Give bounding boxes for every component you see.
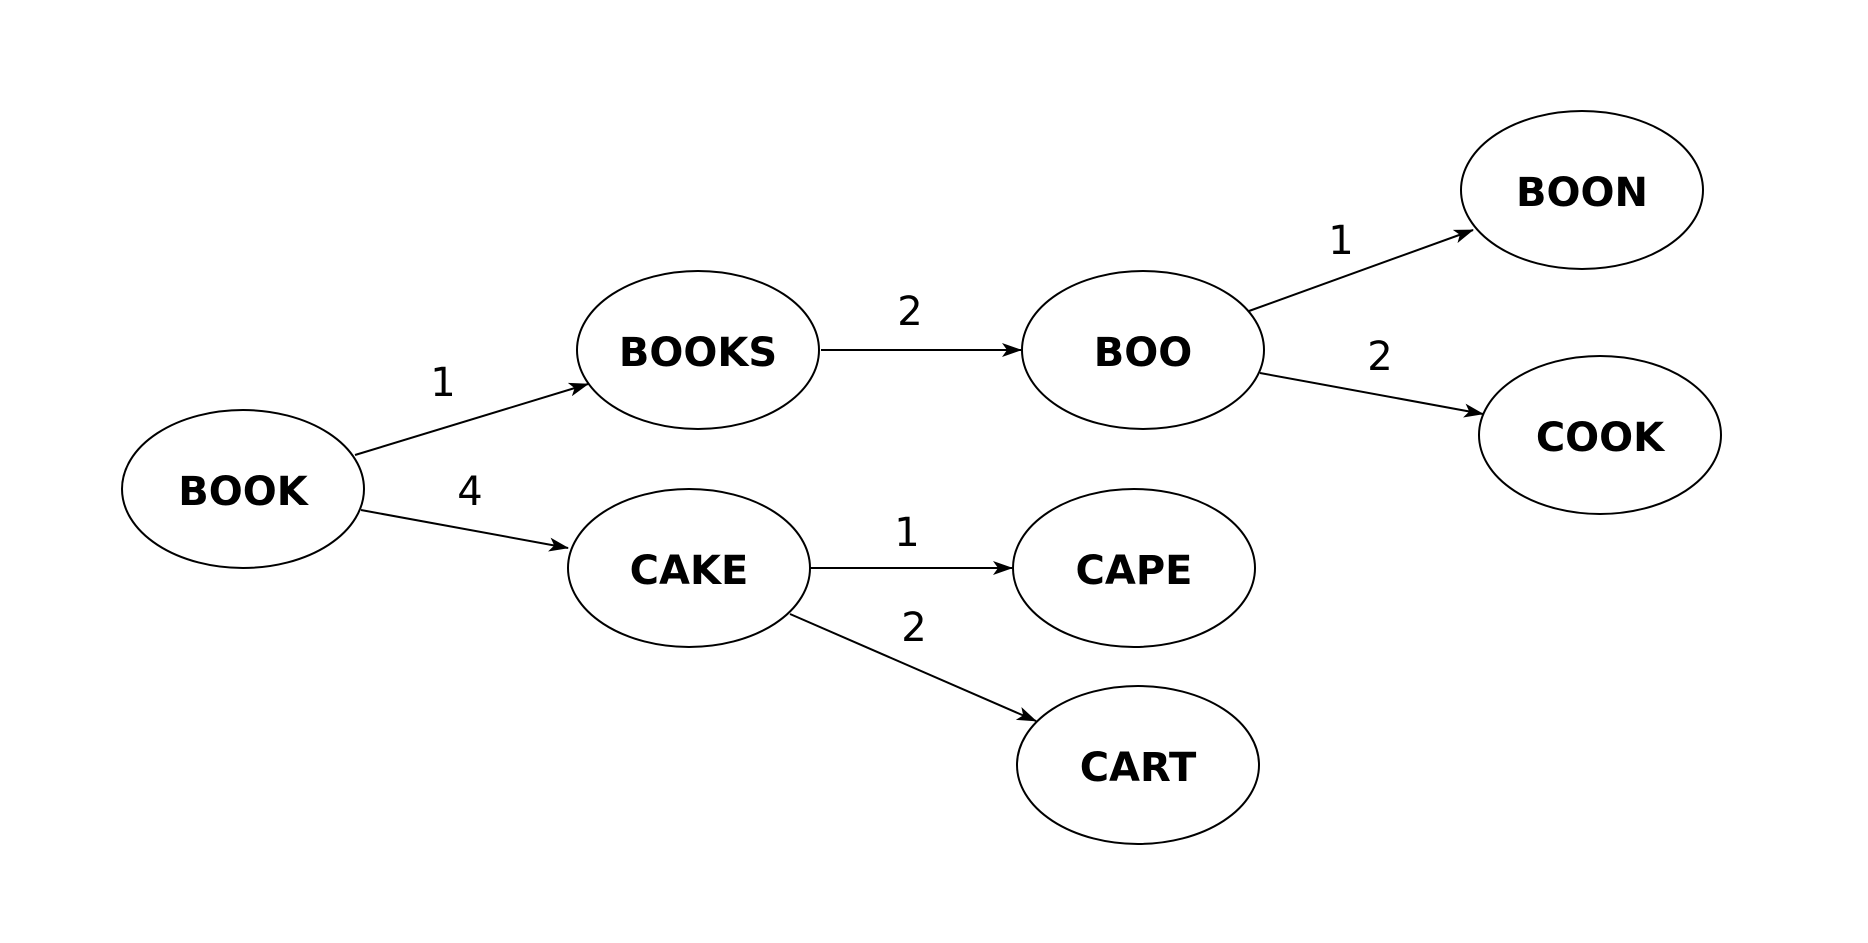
node-label: CAPE [1076,548,1193,594]
edge-book-books [354,382,589,456]
node-boon: BOON [1460,110,1704,270]
edge-cake-cart [789,613,1037,722]
node-label: BOOK [178,469,309,515]
edge-book-cake [360,509,569,552]
edge-boo-boon [1248,229,1474,312]
edge-weights: 1 4 2 1 2 1 2 [430,218,1392,651]
edge-weight-book-books: 1 [430,360,455,406]
node-label: CAKE [630,548,749,594]
node-cook: COOK [1478,355,1722,515]
node-label: COOK [1536,415,1666,461]
node-cake: CAKE [567,488,811,648]
node-label: CART [1080,745,1197,791]
edge-weight-books-boo: 2 [897,289,922,335]
edge-weight-boo-boon: 1 [1328,218,1353,264]
node-books: BOOKS [576,270,820,430]
node-cape: CAPE [1012,488,1256,648]
node-cart: CART [1016,685,1260,845]
edge-weight-book-cake: 4 [457,469,482,515]
node-label: BOON [1516,170,1648,216]
node-boo: BOO [1021,270,1265,430]
edge-weight-cake-cart: 2 [901,605,926,651]
node-label: BOOKS [619,330,777,376]
edge-weight-boo-cook: 2 [1367,334,1392,380]
edges [354,229,1484,722]
edge-weight-cake-cape: 1 [894,510,919,556]
nodes: BOOK BOOKS BOO BOON COOK CAKE CAPE CART [121,110,1722,845]
node-book: BOOK [121,409,365,569]
edge-boo-cook [1259,372,1484,418]
node-label: BOO [1094,330,1193,376]
